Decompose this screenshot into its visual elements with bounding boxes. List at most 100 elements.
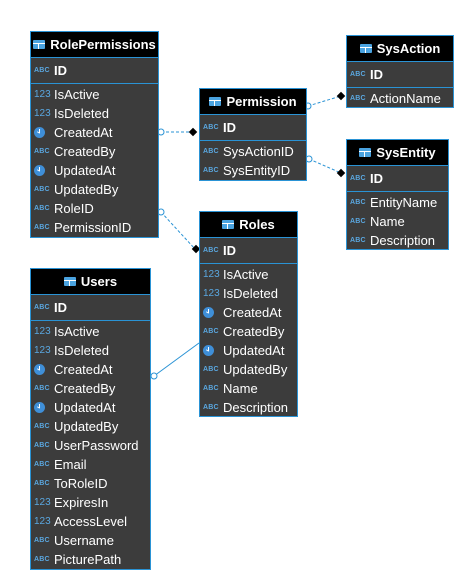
entity-title: Permission	[226, 94, 297, 109]
attribute-label: RoleID	[54, 201, 94, 216]
attribute-label: Description	[223, 400, 289, 415]
abc-type-icon: ABC	[34, 480, 50, 487]
abc-type-icon: ABC	[350, 218, 366, 225]
entity-header: SysAction	[347, 36, 453, 62]
table-icon	[222, 220, 235, 229]
abc-type-icon: ABC	[350, 95, 366, 102]
attribute-label: CreatedBy	[54, 144, 116, 159]
attribute-row: CreatedAt	[31, 360, 150, 379]
attribute-list: ABC ActionName	[347, 88, 453, 108]
attribute-label: IsDeleted	[223, 286, 278, 301]
table-icon	[33, 40, 46, 49]
abc-type-icon: ABC	[350, 71, 366, 78]
numeric-type-icon: 123	[34, 345, 51, 356]
numeric-type-icon: 123	[203, 269, 220, 280]
entity-sysaction[interactable]: SysAction ABC ID ABC ActionName	[346, 35, 454, 108]
attribute-label: UpdatedBy	[223, 362, 288, 377]
link-end-diamond	[188, 127, 198, 137]
attribute-label: IsDeleted	[54, 343, 109, 358]
entity-header: SysEntity	[347, 140, 448, 166]
clock-icon	[34, 165, 50, 176]
abc-type-icon: ABC	[203, 247, 219, 254]
attribute-label: IsDeleted	[54, 106, 109, 121]
attribute-row: ABC SysActionID	[200, 142, 306, 161]
entity-header: Permission	[200, 89, 306, 115]
attribute-label: ExpiresIn	[54, 495, 109, 510]
attribute-label: UpdatedAt	[223, 343, 285, 358]
attribute-label: UserPassword	[54, 438, 139, 453]
attribute-row: ABC RoleID	[31, 199, 158, 218]
entity-header: Roles	[200, 212, 297, 238]
numeric-type-icon: 123	[34, 108, 51, 119]
abc-type-icon: ABC	[350, 199, 366, 206]
attribute-label: UpdatedAt	[54, 163, 116, 178]
numeric-type-icon: 123	[34, 497, 51, 508]
clock-icon	[203, 307, 219, 318]
link-end-circle	[150, 372, 158, 380]
attribute-list: ABC SysActionID ABC SysEntityID	[200, 141, 306, 180]
attribute-label: PermissionID	[54, 220, 132, 235]
clock-icon	[34, 364, 50, 375]
entity-header: RolePermissions	[31, 32, 158, 58]
table-icon	[359, 44, 372, 53]
table-icon	[63, 277, 76, 286]
primary-key-row: ABC ID	[31, 58, 158, 84]
attribute-label: PicturePath	[54, 552, 122, 567]
primary-key-label: ID	[223, 243, 236, 258]
abc-type-icon: ABC	[34, 304, 50, 311]
attribute-row: CreatedAt	[31, 123, 158, 142]
attribute-row: UpdatedAt	[31, 161, 158, 180]
abc-type-icon: ABC	[34, 186, 50, 193]
attribute-label: Email	[54, 457, 87, 472]
attribute-label: SysEntityID	[223, 163, 291, 178]
abc-type-icon: ABC	[203, 366, 219, 373]
attribute-row: ABC UserPassword	[31, 436, 150, 455]
abc-type-icon: ABC	[203, 124, 219, 131]
clock-icon	[203, 345, 219, 356]
link-permission-sysaction	[307, 95, 342, 107]
link-end-diamond	[191, 244, 201, 254]
attribute-label: SysActionID	[223, 144, 294, 159]
attribute-label: Name	[370, 214, 405, 229]
abc-type-icon: ABC	[34, 537, 50, 544]
link-rolepermissions-roles	[160, 211, 196, 250]
entity-title: Users	[80, 274, 118, 289]
attribute-label: IsActive	[54, 324, 100, 339]
entity-title: Roles	[239, 217, 275, 232]
attribute-label: ActionName	[370, 91, 441, 106]
abc-type-icon: ABC	[203, 148, 219, 155]
attribute-label: UpdatedAt	[54, 400, 116, 415]
attribute-label: Description	[370, 233, 436, 248]
primary-key-row: ABC ID	[200, 238, 297, 264]
attribute-label: IsActive	[223, 267, 269, 282]
abc-type-icon: ABC	[34, 205, 50, 212]
abc-type-icon: ABC	[203, 167, 219, 174]
attribute-label: CreatedBy	[223, 324, 285, 339]
numeric-type-icon: 123	[203, 288, 220, 299]
attribute-row: ABC Name	[347, 212, 448, 231]
attribute-row: ABC SysEntityID	[200, 161, 306, 180]
attribute-row: ABC UpdatedBy	[200, 360, 297, 379]
abc-type-icon: ABC	[34, 442, 50, 449]
primary-key-row: ABC ID	[347, 62, 453, 88]
attribute-label: CreatedAt	[54, 125, 113, 140]
abc-type-icon: ABC	[350, 175, 366, 182]
